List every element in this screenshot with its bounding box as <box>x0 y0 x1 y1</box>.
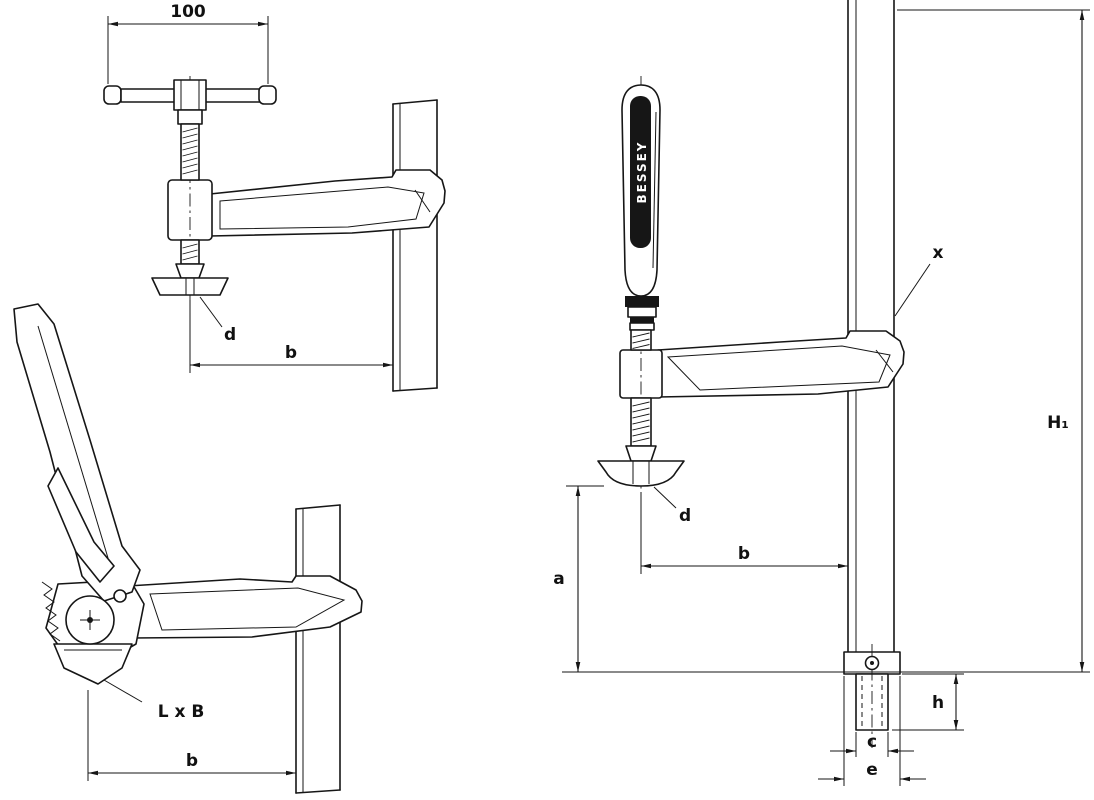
dimension-b-bottom: b <box>87 690 296 781</box>
bessey-handle: BESSEY <box>621 84 661 331</box>
dimension-e: e <box>818 676 926 786</box>
threaded-spindle-upper <box>180 123 200 181</box>
threaded-spindle-lower <box>151 239 229 296</box>
clamp-view-right: BESSEY <box>553 0 1090 786</box>
rail-end-fitting <box>843 644 901 748</box>
pressure-pad <box>151 277 229 296</box>
dimension-b-right: b <box>640 492 848 574</box>
dimension-a: a <box>553 485 604 672</box>
dim-label-lxb: L x B <box>158 702 205 722</box>
rail-profile <box>392 99 438 392</box>
dimension-h: h <box>892 673 964 731</box>
leader-x: x <box>894 243 944 317</box>
threaded-spindle-lower <box>597 397 685 487</box>
lever-handle <box>13 303 141 602</box>
dimension-c: c <box>830 732 914 757</box>
dim-label-h: h <box>932 693 944 713</box>
clamp-view-bottom-left: L x B b <box>13 303 363 794</box>
dim-label-c: c <box>867 732 877 752</box>
clamp-arm <box>657 330 905 398</box>
clamp-arm-ridge <box>666 345 891 391</box>
dim-label-a: a <box>553 569 564 589</box>
handle-grip-panel <box>630 96 651 248</box>
clamp-arm <box>127 575 363 639</box>
clamp-arm-ridge <box>149 587 346 631</box>
dimension-h1: H₁ <box>897 9 1090 672</box>
clamp-arm <box>209 169 446 237</box>
handle-detail <box>37 325 109 559</box>
t-handle <box>103 79 277 125</box>
dim-label-e: e <box>866 760 878 780</box>
pressure-pad <box>597 460 685 487</box>
release-lever <box>47 467 115 583</box>
leader-d-right: d <box>653 486 691 526</box>
swivel-joint <box>175 263 205 279</box>
rail-profile <box>847 0 895 653</box>
clamp-arm-facet <box>414 189 431 213</box>
dim-label-b-bottom: b <box>186 751 198 771</box>
dimension-100: 100 <box>107 2 269 84</box>
dim-label-b-top: b <box>285 343 297 363</box>
dim-label-100: 100 <box>170 2 206 22</box>
threaded-spindle-upper <box>630 329 652 351</box>
clamp-view-top-left: 100 d b <box>103 2 446 392</box>
rail-profile <box>295 504 341 794</box>
dim-label-b-right: b <box>738 544 750 564</box>
clamp-arm-facet <box>875 349 894 373</box>
pressure-pad <box>53 643 133 685</box>
leader-lxb: L x B <box>103 679 205 722</box>
dimension-b-top: b <box>189 300 393 373</box>
leader-d-top: d <box>199 296 236 345</box>
dim-label-d-right: d <box>679 506 691 526</box>
clamp-arm-ridge <box>219 186 425 230</box>
dim-label-h1: H₁ <box>1047 413 1069 433</box>
linkage-pin <box>113 589 127 603</box>
bessey-logo: BESSEY <box>635 141 649 204</box>
swivel-joint <box>625 445 657 462</box>
ratchet-teeth <box>41 581 61 642</box>
dim-label-x: x <box>933 243 944 263</box>
dim-label-d-top: d <box>224 325 236 345</box>
